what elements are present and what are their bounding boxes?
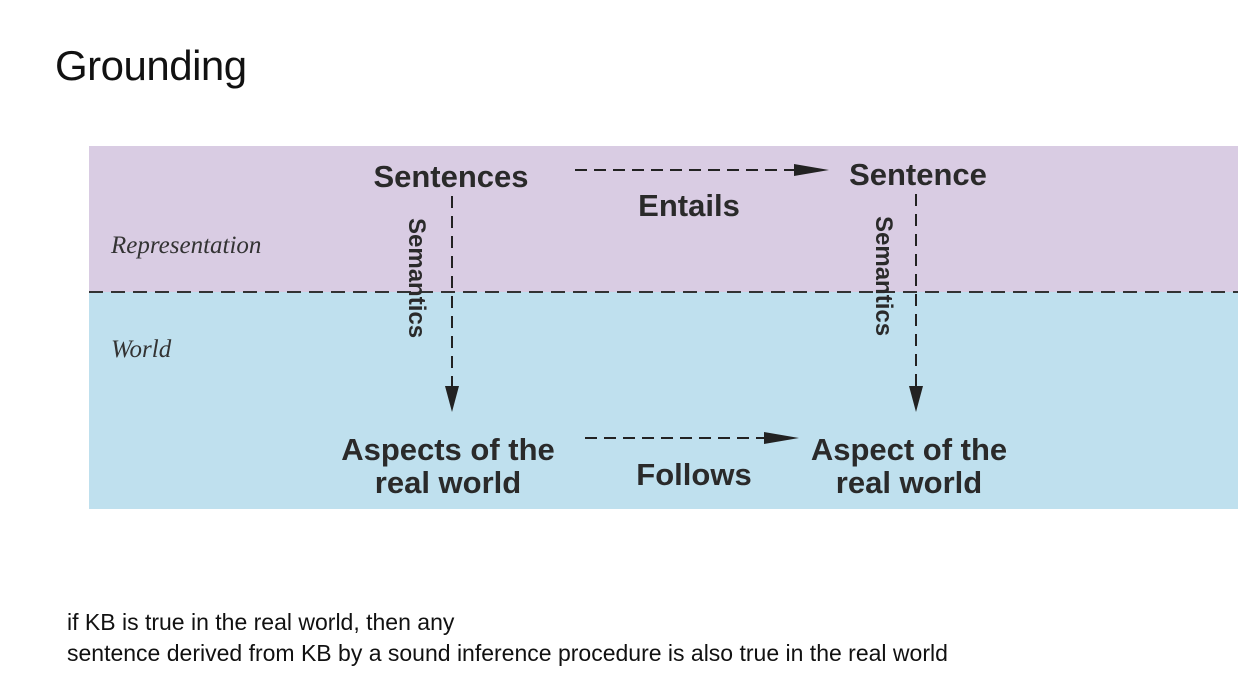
world-band [89,292,1238,509]
aspect-of-real-world-node: Aspect of the real world [801,433,1017,499]
representation-label: Representation [111,232,262,259]
footer-line-1: if KB is true in the real world, then an… [67,609,455,635]
world-label: World [111,336,172,363]
follows-label: Follows [636,457,752,492]
sentences-node: Sentences [373,159,529,194]
aspects-node-line1: Aspects of the [341,432,555,467]
slide-title: Grounding [55,42,247,89]
semantics-right-arrowhead [909,386,923,412]
follows-arrowhead [764,432,799,444]
aspect-node-line2: real world [835,465,983,500]
sentence-node: Sentence [849,157,987,192]
diagram-lines [89,164,1238,444]
footer-line-2: sentence derived from KB by a sound infe… [67,640,948,666]
grounding-diagram: Representation World Sentences Sentence … [89,146,1238,509]
footer-text: if KB is true in the real world, then an… [67,607,948,669]
aspect-node-line1: Aspect of the [810,432,1008,467]
semantics-left-arrowhead [445,386,459,412]
semantics-right-label: Semantics [870,216,897,337]
semantics-left-label: Semantics [403,218,430,339]
aspects-node-line2: real world [374,465,522,500]
entails-arrowhead [794,164,829,176]
aspects-of-real-world-node: Aspects of the real world [333,433,563,499]
entails-label: Entails [638,188,740,223]
representation-band [89,146,1238,292]
